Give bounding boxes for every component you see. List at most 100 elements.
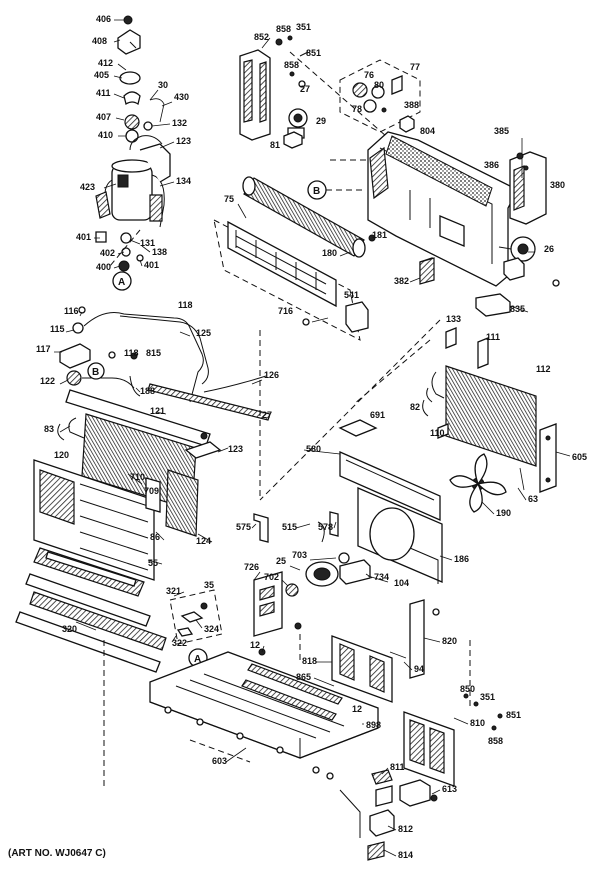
compressor-body (95, 135, 171, 228)
bracket-part-820 (409, 599, 425, 679)
motor-bracket-part-734 (339, 559, 371, 585)
terminal-block-part-812 (369, 809, 395, 837)
label-703: 703 (292, 550, 307, 560)
plate-part-835 (475, 293, 511, 317)
label-691: 691 (370, 410, 385, 420)
label-112: 112 (536, 364, 551, 374)
mount-part-702 (285, 583, 299, 597)
label-613: 613 (442, 784, 457, 794)
label-30: 30 (158, 80, 168, 90)
wire-part-94 (389, 651, 407, 659)
spacer-part-402 (121, 247, 131, 257)
wire-harness-part-126 (203, 375, 267, 393)
label-117: 117 (36, 344, 51, 354)
label-820: 820 (442, 636, 457, 646)
label-401a: 401 (76, 232, 91, 242)
cover-part-541 (345, 301, 369, 333)
drip-tray-part-123 (184, 441, 222, 459)
wire-part-430 (149, 98, 165, 123)
bracket-part-133 (445, 327, 457, 349)
gasket-part-321 (25, 573, 151, 627)
label-118a: 118 (178, 300, 193, 310)
label-386: 386 (484, 160, 499, 170)
label-77: 77 (410, 62, 420, 72)
label-858b: 858 (284, 60, 299, 70)
screw-part-858 (275, 38, 283, 46)
label-82: 82 (410, 402, 420, 412)
tubing-group: B (59, 306, 271, 421)
clip-part-322 (176, 627, 194, 637)
air-deflector-part-124 (165, 469, 199, 537)
tube-part-116 (83, 312, 204, 403)
bracket-part-111 (477, 337, 489, 369)
clip-part-181 (368, 234, 376, 242)
label-385: 385 (494, 126, 509, 136)
label-835: 835 (510, 304, 525, 314)
lamp-part-388 (399, 115, 415, 133)
label-322: 322 (172, 638, 187, 648)
shroud-part-691 (338, 419, 378, 437)
screw-part-850 (463, 693, 469, 699)
label-810: 810 (470, 718, 485, 728)
label-898: 898 (366, 720, 381, 730)
condenser-fan-part-190 (449, 453, 507, 513)
marker-a-top: A (118, 277, 125, 288)
control-panel-group (239, 35, 421, 149)
label-804: 804 (420, 126, 435, 136)
plate-part-77 (391, 75, 403, 95)
mount-part-703 (338, 552, 350, 564)
assembly-lines (103, 51, 471, 788)
label-27: 27 (300, 84, 310, 94)
label-111: 111 (486, 332, 500, 342)
leader-lines (54, 19, 571, 857)
label-125: 125 (196, 328, 211, 338)
reversing-valve-part-117 (59, 343, 91, 369)
label-55: 55 (148, 558, 158, 568)
label-123b: 123 (228, 444, 243, 454)
screw-part-710 (127, 473, 143, 485)
switch-part-324 (180, 611, 204, 623)
front-grille-group: A (15, 459, 223, 673)
label-115: 115 (50, 324, 65, 334)
label-709: 709 (144, 486, 159, 496)
label-324: 324 (204, 624, 219, 634)
washer-part-400 (118, 260, 130, 272)
screw-part-351 (287, 35, 293, 41)
label-94: 94 (414, 664, 424, 674)
label-110: 110 (430, 428, 445, 438)
knob-part-81 (283, 131, 303, 149)
side-plate-part-605 (539, 423, 557, 493)
label-186: 186 (454, 554, 469, 564)
label-515: 515 (282, 522, 297, 532)
label-26: 26 (544, 244, 554, 254)
tube-part-82 (422, 399, 429, 417)
blower-group (213, 176, 511, 341)
art-number-caption: (ART NO. WJ0647 C) (8, 848, 106, 859)
label-138: 138 (152, 247, 167, 257)
label-865: 865 (296, 672, 311, 682)
label-430: 430 (174, 92, 189, 102)
label-423: 423 (80, 182, 95, 192)
bracket-part-575 (253, 513, 269, 543)
label-605: 605 (572, 452, 587, 462)
label-603: 603 (212, 756, 227, 766)
valve-part-115 (72, 322, 84, 334)
drain-strip-part-865 (247, 663, 343, 705)
terminal-group (339, 769, 438, 861)
label-814: 814 (398, 850, 413, 860)
marker-b-top: B (313, 186, 320, 197)
label-380: 380 (550, 180, 565, 190)
label-388: 388 (404, 100, 419, 110)
screw-part-78 (381, 107, 387, 113)
label-710: 710 (130, 472, 145, 482)
label-818: 818 (302, 656, 317, 666)
knob-part-80 (371, 85, 385, 99)
label-122: 122 (40, 376, 55, 386)
label-86: 86 (150, 532, 160, 542)
label-851b: 851 (506, 710, 521, 720)
compressor-group: A (95, 15, 171, 291)
screw-part-716 (302, 318, 310, 326)
condenser-group (338, 327, 557, 513)
label-405: 405 (94, 70, 109, 80)
